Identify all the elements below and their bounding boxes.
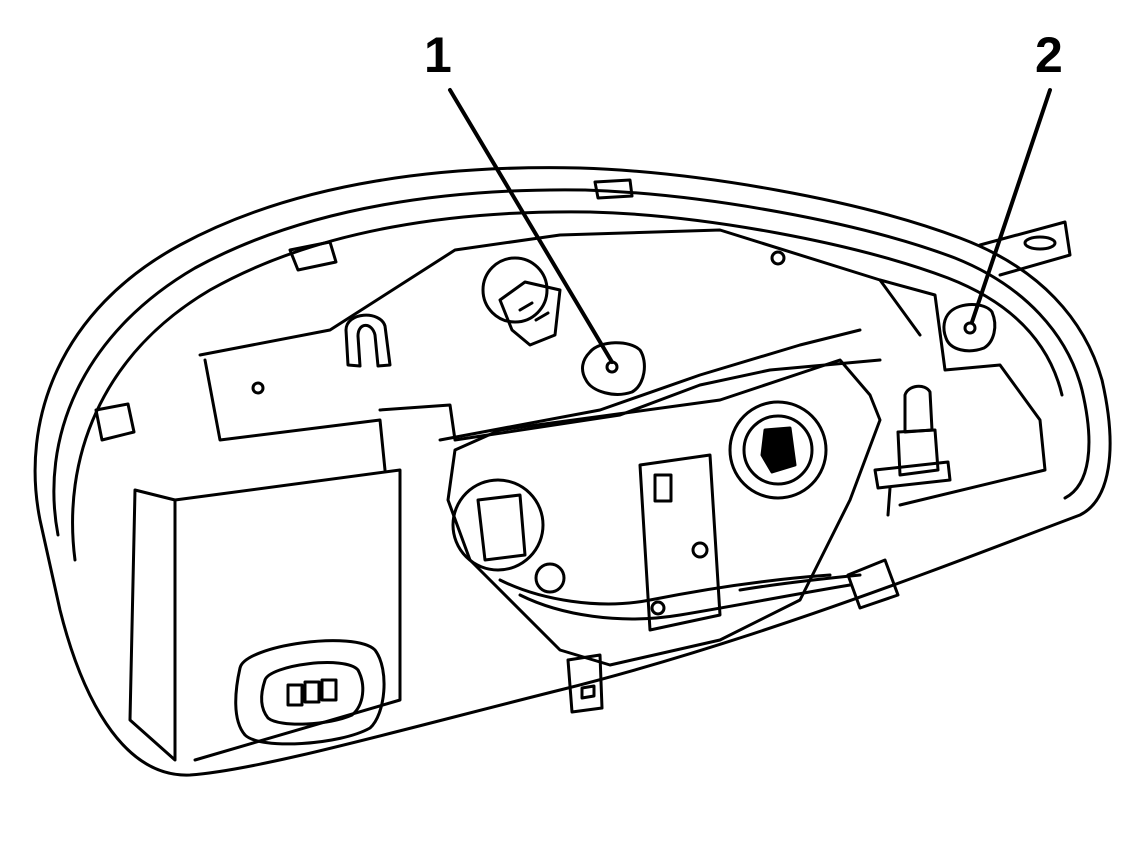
housing-rim-line [52,188,1091,537]
mounting-bracket-right [978,220,1072,277]
connector-pin-2 [303,680,321,704]
halogen-bulb-lead [886,486,892,517]
left-bulb-holder [451,478,545,572]
main-connector-housing [234,639,386,746]
mount-hole-left [251,381,265,395]
access-opening [446,358,882,667]
left-bulb-ring [534,562,566,594]
rim-clip-left [288,240,338,272]
bracket-hole-lower [650,600,666,616]
bracket-slot [1023,235,1057,251]
rim-clip-top [593,178,634,200]
adjuster-screw-2-center [963,321,977,335]
rear-panel-ledge [203,358,387,472]
housing-outer-shell [33,166,1112,777]
rear-housing-base [173,468,402,762]
main-bulb-socket-dark [760,426,797,474]
adjuster-screw-1 [581,341,646,396]
bulb-socket-plug-pins [518,301,550,322]
left-bulb-connector [476,493,527,562]
main-bulb-holder-inner [742,414,814,486]
rear-housing-body [128,488,177,762]
housing-flange-line [71,210,1064,562]
halogen-bulb-base [896,428,940,477]
halogen-bulb-glass [903,384,934,434]
rim-clip-far-left [94,402,136,442]
main-bulb-holder [728,400,828,500]
bulb-socket-plug [498,280,562,347]
callout-label-1: 1 [424,27,452,83]
leader-line-1 [448,88,614,364]
adjuster-screw-2 [942,303,997,353]
halogen-bulb-flange [873,460,952,490]
lower-mount-tab [566,653,604,714]
harness-upper-strap [438,328,862,442]
connector-pin-1 [286,683,304,707]
bulb-connector-plug [846,558,900,610]
main-connector-inner [260,661,365,726]
vertical-bracket [638,453,722,632]
bracket-window [653,473,673,503]
connector-pin-3 [320,678,338,702]
mount-hole-top [770,250,786,266]
callout-label-2: 2 [1035,27,1063,83]
leader-line-2 [970,88,1052,324]
right-panel-side [878,278,1047,507]
bracket-hole [691,541,709,559]
wiring-harness [498,573,862,621]
lower-mount-tab-slot [580,684,596,700]
bulb-socket-upper [481,256,549,324]
u-clip [344,313,392,368]
